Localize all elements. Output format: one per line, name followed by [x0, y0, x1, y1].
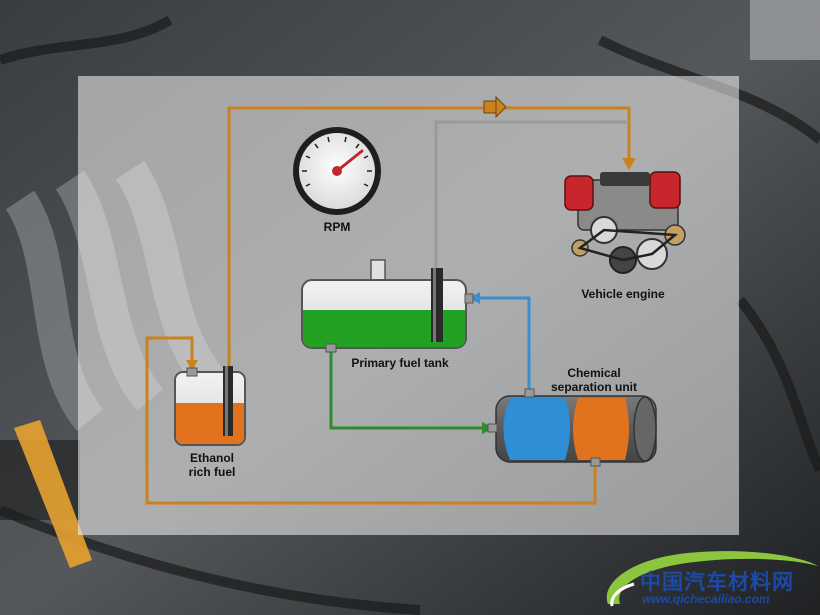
ethanol-tank-icon — [174, 366, 246, 446]
flow-direction-arrow-icon — [483, 95, 507, 119]
rpm-gauge-icon — [293, 127, 381, 215]
ethanol-label-line1: Ethanol — [190, 451, 234, 465]
vehicle-engine-icon — [564, 171, 686, 274]
primary-fuel-tank-icon — [301, 259, 474, 353]
chemical-separation-label: Chemical separation unit — [538, 366, 650, 394]
chemical-separation-label-line2: separation unit — [550, 380, 637, 394]
rpm-label: RPM — [323, 220, 351, 234]
engine-inlet-arrow — [622, 158, 636, 170]
chemical-separation-unit-icon — [487, 388, 657, 467]
separation-to-tank-line — [478, 296, 531, 393]
tank-to-separation-line — [329, 350, 484, 430]
watermark-logo-icon — [606, 551, 818, 607]
vehicle-engine-label: Vehicle engine — [581, 287, 665, 301]
separation-to-ethanol-line — [145, 336, 597, 505]
ethanol-label-line2: rich fuel — [188, 465, 236, 479]
watermark-brand: 中国汽车材料网 — [640, 570, 794, 594]
ethanol-to-engine-line — [227, 106, 631, 370]
tank-to-engine-line — [434, 120, 629, 272]
gauge-needle — [335, 149, 364, 173]
primary-fuel-tank-label: Primary fuel tank — [351, 356, 449, 370]
chemical-separation-label-line1: Chemical — [567, 366, 621, 380]
ethanol-rich-fuel-label: Ethanol rich fuel — [176, 451, 248, 479]
watermark-url: www.qichecailiao.com — [642, 592, 770, 606]
